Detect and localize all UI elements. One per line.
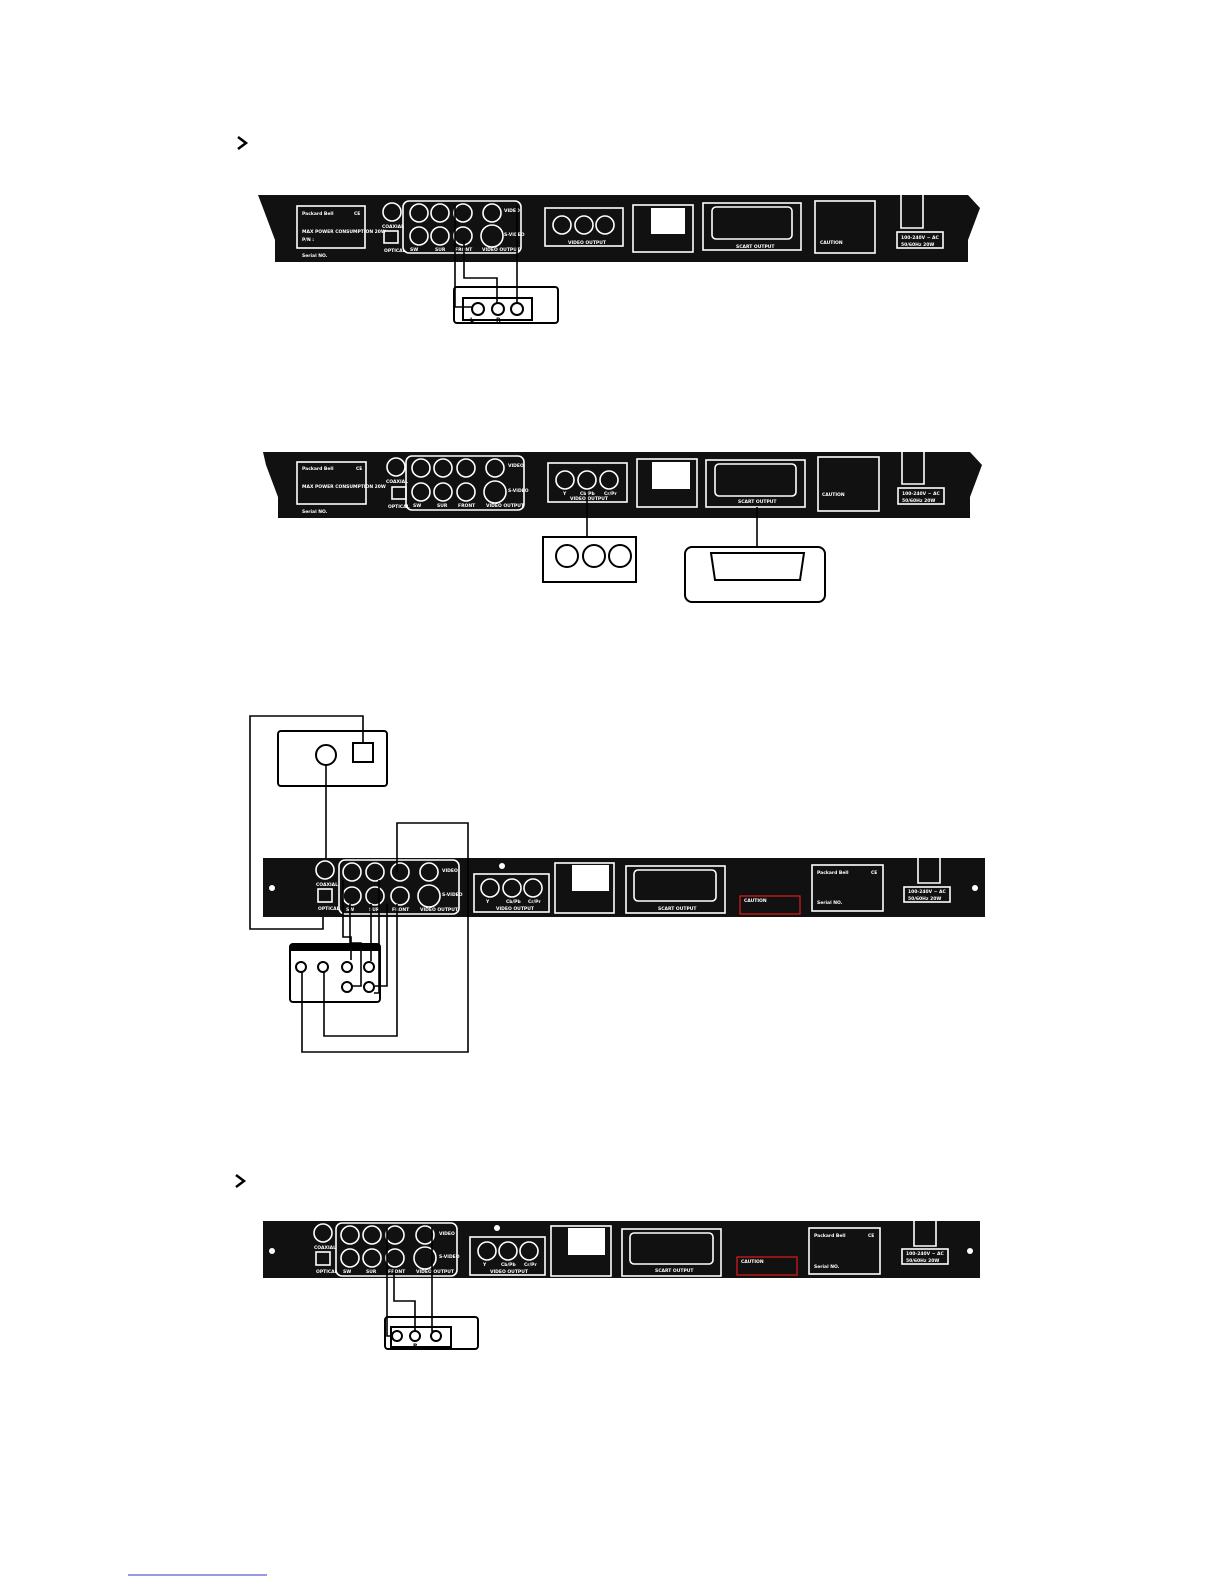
- power-rating-label: 100-240V ~ AC: [906, 1251, 945, 1257]
- scart-output-label: SCART OUTPUT: [738, 499, 777, 505]
- optical-label: OPTICAL: [318, 906, 340, 912]
- svideo-label: S-VIDEO: [442, 892, 463, 898]
- max-power-label: MAX POWER CONSUMPTION 20W: [302, 484, 386, 490]
- tv-inputs-2: [542, 490, 826, 603]
- part-number-label: P/N :: [302, 237, 314, 243]
- video-output-label: VIDEO OUTPUT: [482, 247, 521, 253]
- cr-label: Cr/Pr: [528, 899, 541, 905]
- serial-label: Serial NO.: [302, 509, 328, 515]
- caution-label: CAUTION: [820, 240, 843, 246]
- scart-output-label: SCART OUTPUT: [658, 906, 697, 912]
- coaxial-label: COAXIAL: [314, 1245, 336, 1251]
- front-label: FRONT: [388, 1269, 406, 1275]
- power-watt-label: 50/60Hz 20W: [902, 498, 935, 504]
- sw-label: SW: [343, 1269, 351, 1275]
- y-label: Y: [485, 899, 490, 905]
- brand-label: Packard Bell: [302, 466, 334, 472]
- ce-mark: CE: [354, 211, 360, 217]
- rear-panel-2: Packard Bell CE MAX POWER CONSUMPTION 20…: [263, 452, 982, 518]
- ce-mark: CE: [868, 1233, 874, 1239]
- left-channel-label: L: [470, 317, 474, 324]
- serial-label: Serial NO.: [302, 253, 328, 259]
- ypbpr-output-label: VIDEO OUTPUT: [490, 1269, 529, 1275]
- front-label: FRONT: [458, 503, 476, 509]
- ce-mark: CE: [356, 466, 362, 472]
- cb-label: Cb/Pb: [501, 1262, 516, 1268]
- sur-label: SUR: [437, 503, 448, 509]
- caution-label: CAUTION: [741, 1259, 764, 1265]
- optical-label: OPTICAL: [384, 248, 406, 254]
- brand-label: Packard Bell: [817, 870, 849, 876]
- scart-output-label: SCART OUTPUT: [736, 244, 775, 250]
- svideo-label: S-VIDEO: [504, 232, 525, 238]
- ypbpr-output-label: VIDEO OUTPUT: [570, 496, 609, 502]
- video-label: VIDEO: [504, 208, 520, 214]
- cb-label: Cb/Pb: [506, 899, 521, 905]
- max-power-label: MAX POWER CONSUMPTION 20W: [302, 229, 386, 235]
- caution-label: CAUTION: [744, 898, 767, 904]
- stereo-input-box-1: L R: [453, 205, 559, 324]
- serial-label: Serial NO.: [814, 1264, 840, 1270]
- serial-label: Serial NO.: [817, 900, 843, 906]
- coaxial-jack: [382, 202, 402, 222]
- y-label: Y: [562, 491, 567, 497]
- caution-label: CAUTION: [822, 492, 845, 498]
- stereo-input-box-4: R: [384, 1227, 479, 1350]
- scart-output-label: SCART OUTPUT: [655, 1268, 694, 1274]
- digital-receiver-box: [249, 715, 388, 930]
- sur-label: SUR: [366, 1269, 377, 1275]
- bullet-arrow-icon: [237, 136, 249, 150]
- brand-label: Packard Bell: [302, 211, 334, 217]
- right-channel-label: R: [413, 1343, 418, 1350]
- power-rating-label: 100-240V ~ AC: [902, 491, 941, 497]
- optical-port: [383, 230, 399, 244]
- power-rating-label: 100-240V ~ AC: [901, 235, 940, 241]
- video-label: VIDEO: [508, 463, 524, 469]
- video-label: VIDEO: [442, 868, 458, 874]
- power-watt-label: 50/60Hz 20W: [901, 242, 934, 248]
- svideo-label: S-VIDEO: [439, 1254, 460, 1260]
- optical-label: OPTICAL: [316, 1269, 338, 1275]
- sw-label: SW: [413, 503, 421, 509]
- bullet-arrow-icon: [235, 1174, 247, 1188]
- ypbpr-output-label: VIDEO OUTPUT: [496, 906, 535, 912]
- sur-label: SUR: [435, 247, 446, 253]
- sur-label: SUR: [369, 907, 380, 913]
- cr-label: Cr/Pr: [604, 491, 617, 497]
- power-rating-label: 100-240V ~ AC: [908, 889, 947, 895]
- coaxial-label: COAXIAL: [382, 224, 404, 230]
- svideo-label: S-VIDEO: [508, 488, 529, 494]
- rear-panel-3: COAXIAL OPTICAL SW SUR FRONT VIDEO S-VID…: [263, 858, 985, 917]
- surround-receiver-box: [289, 822, 469, 1053]
- video-output-label: VIDEO OUTPUT: [416, 1269, 455, 1275]
- power-watt-label: 50/60Hz 20W: [906, 1258, 939, 1264]
- ce-mark: CE: [871, 870, 877, 876]
- video-output-label: VIDEO OUTPUT: [420, 907, 459, 913]
- front-label: FRONT: [392, 907, 410, 913]
- video-label: VIDEO: [439, 1231, 455, 1237]
- coaxial-label: COAXIAL: [386, 479, 408, 485]
- rear-panel-1: Packard Bell CE MAX POWER CONSUMPTION 20…: [258, 195, 980, 262]
- y-label: Y: [482, 1262, 487, 1268]
- brand-label: Packard Bell: [814, 1233, 846, 1239]
- optical-label: OPTICAL: [388, 504, 410, 510]
- rear-panel-4: COAXIAL OPTICAL SW SUR FRONT VIDEO S-VID…: [263, 1221, 980, 1278]
- sw-label: SW: [410, 247, 418, 253]
- coaxial-label: COAXIAL: [316, 882, 338, 888]
- cr-label: Cr/Pr: [524, 1262, 537, 1268]
- power-watt-label: 50/60Hz 20W: [908, 896, 941, 902]
- video-output-label: VIDEO OUTPUT: [486, 503, 525, 509]
- ypbpr-output-label: VIDEO OUTPUT: [568, 240, 607, 246]
- right-channel-label: R: [496, 317, 501, 324]
